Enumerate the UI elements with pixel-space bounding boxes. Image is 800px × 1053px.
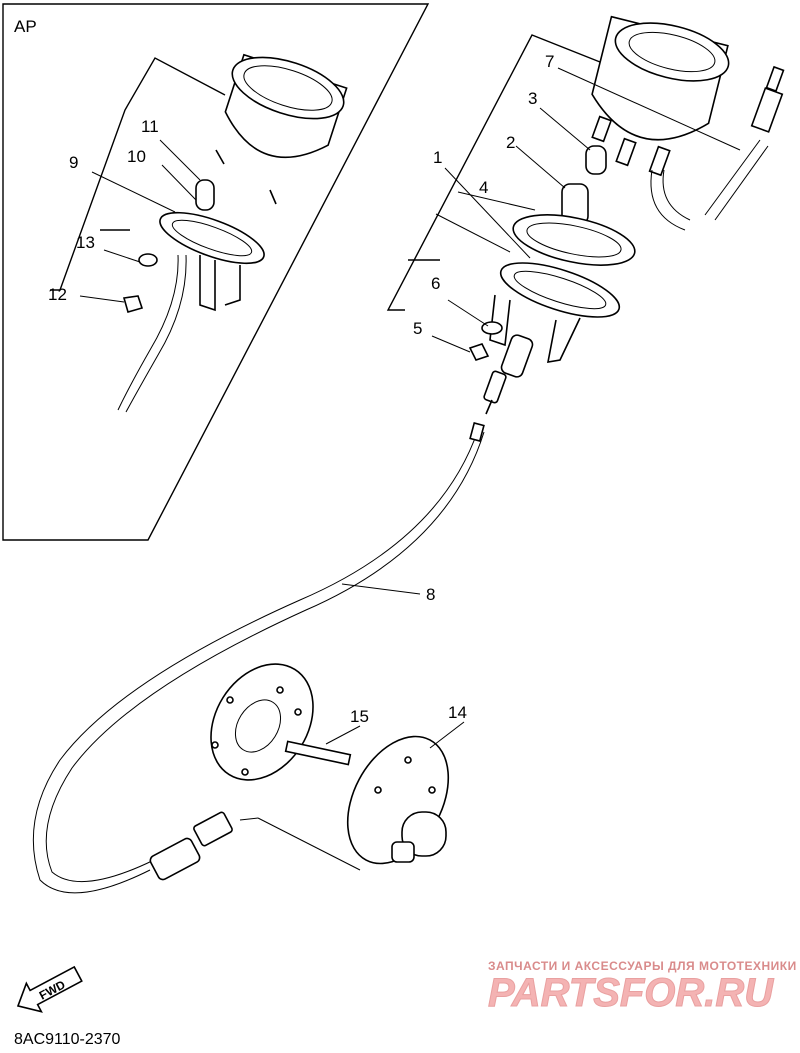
callout-9: 9 (69, 153, 78, 172)
callout-13: 13 (76, 233, 95, 252)
callout-2: 2 (506, 133, 515, 152)
callout-5: 5 (413, 319, 422, 338)
inset-frame: AP (2, 3, 430, 541)
callout-12: 12 (48, 285, 67, 304)
callout-14: 14 (448, 703, 467, 722)
speedometer-cable (32, 421, 485, 894)
inset-leaders (50, 57, 226, 303)
diagram-code: 8AC9110-2370 (14, 1031, 121, 1048)
callout-8: 8 (426, 585, 435, 604)
fwd-arrow: FWD (16, 965, 83, 1013)
callout-7: 7 (545, 52, 554, 71)
hub-disc (210, 663, 361, 781)
inset-meter-assembly (117, 53, 348, 413)
callout-labels: 1 2 3 4 5 6 7 8 9 10 11 12 13 14 15 (48, 52, 554, 726)
callout-15: 15 (350, 707, 369, 726)
watermark-logo: PARTSFOR.RU (488, 971, 774, 1015)
watermark-tagline: ЗАПЧАСТИ И АКСЕССУАРЫ ДЛЯ МОТОТЕХНИКИ (488, 959, 797, 973)
callout-11: 11 (141, 117, 159, 136)
callout-4: 4 (479, 178, 488, 197)
main-leaders (386, 34, 741, 353)
callout-6: 6 (431, 274, 440, 293)
watermark: ЗАПЧАСТИ И АКСЕССУАРЫ ДЛЯ МОТОТЕХНИКИ PA… (488, 959, 797, 1016)
callout-3: 3 (528, 89, 537, 108)
speedometer-gear-unit (346, 721, 465, 865)
callout-1: 1 (433, 148, 442, 167)
inset-label: AP (14, 17, 37, 36)
main-meter-assembly (468, 15, 785, 415)
callout-10: 10 (127, 147, 146, 166)
